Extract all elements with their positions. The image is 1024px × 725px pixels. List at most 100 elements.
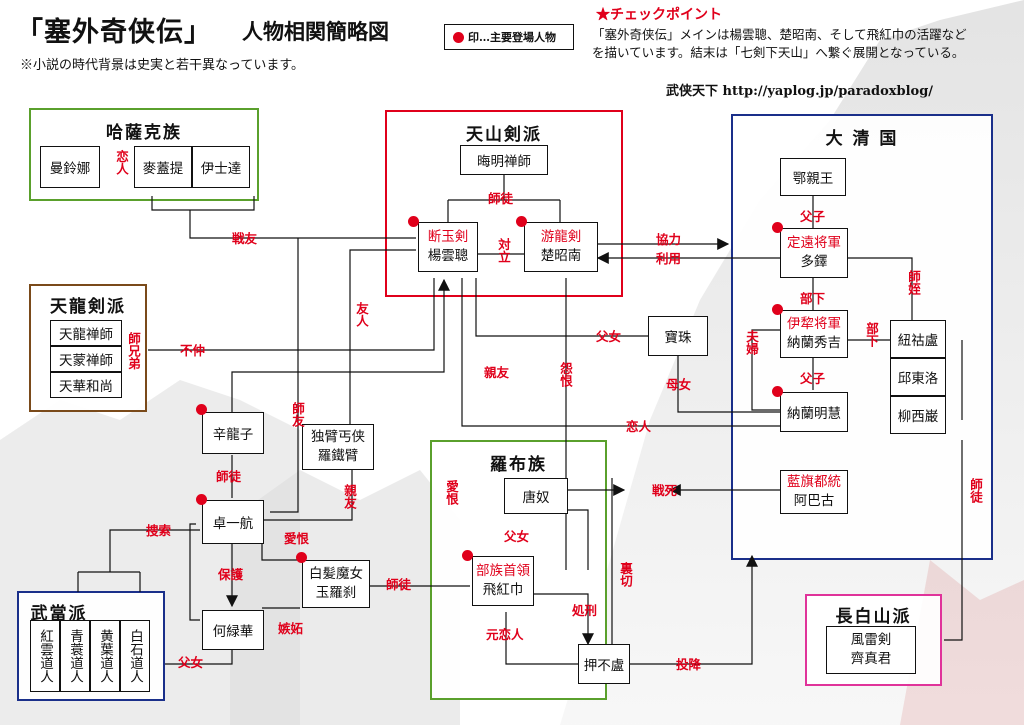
rel-label: 怨恨	[558, 362, 573, 387]
rel-label: 親友	[342, 484, 357, 509]
person-dubi: 独臂丐侠 羅鐵臂	[302, 424, 374, 470]
main-character-dot	[196, 404, 207, 415]
rel-label: 師徒	[216, 469, 242, 484]
changbai-line-2: 齊真君	[850, 651, 892, 667]
page-title: 「塞外奇侠伝」	[16, 17, 212, 48]
dubi-line-1: 独臂丐侠	[311, 429, 365, 445]
person-tangnu: 唐奴	[504, 478, 568, 514]
group-wudang-title: 武當派	[30, 604, 88, 624]
checkpoint-body: 「塞外奇侠伝」メインは楊雲聰、楚昭南、そして飛紅巾の活躍など を描いています。結…	[592, 26, 1002, 62]
rel-label: 友人	[354, 302, 369, 327]
person-duoduo: 定遠将軍 多鐸	[780, 228, 848, 278]
group-luobu-title: 羅布族	[490, 455, 547, 475]
rel-label: 父子	[800, 371, 826, 386]
group-tianshan-title: 天山剣派	[466, 125, 542, 145]
person-yabulu: 押不盧	[578, 644, 630, 684]
site-credit: 武侠天下 http://yaplog.jp/paradoxblog/	[666, 84, 934, 99]
legend: 印…主要登場人物	[444, 24, 574, 50]
rel-label: 裏切	[618, 562, 633, 587]
rel-label: 元恋人	[486, 627, 524, 642]
chu-name: 楚昭南	[540, 248, 582, 264]
person-baifa-monv: 白髪魔女 玉羅刹	[302, 560, 370, 608]
person-huiming-chanshi: 晦明禅師	[460, 145, 548, 175]
group-daqing-title: 大 清 国	[825, 129, 899, 149]
rel-label: 嫉妬	[278, 621, 304, 636]
checkpoint-title: ★チェックポイント	[596, 7, 722, 23]
rel-label: 協力	[656, 232, 682, 247]
dubi-line-2: 羅鐵臂	[317, 448, 359, 464]
rel-label: 戦死	[652, 483, 678, 498]
abagu-name: 阿巴古	[793, 493, 835, 509]
duoduo-name: 多鐸	[800, 254, 828, 270]
rel-label: 投降	[676, 657, 702, 672]
rel-label: 師姪	[906, 270, 921, 295]
person-yang-yuncong: 断玉剣 楊雲聰	[418, 222, 478, 272]
person-chu-zhaonan: 游龍剣 楚昭南	[524, 222, 598, 272]
rel-label: 戦友	[232, 231, 258, 246]
changbai-line-1: 風雷剣	[850, 632, 892, 648]
person-tianhua-heshang: 天華和尚	[50, 372, 122, 398]
main-character-dot	[516, 216, 527, 227]
person-xinlongzi: 辛龍子	[202, 412, 264, 454]
person-niuhulu: 紐祜盧	[890, 320, 946, 358]
main-character-dot	[196, 494, 207, 505]
person-tianmeng-chanshi: 天蒙禅師	[50, 346, 122, 372]
page-subtitle: 人物相関簡略図	[242, 19, 389, 44]
page-note: ※小説の時代背景は史実と若干異なっています。	[20, 58, 305, 73]
rel-label: 処刑	[572, 603, 598, 618]
rel-label: 部下	[864, 322, 879, 347]
baifa-line-1: 白髪魔女	[309, 566, 363, 582]
fei-title: 部族首領	[476, 563, 530, 579]
rel-label: 父子	[800, 209, 826, 224]
rel-label: 師友	[290, 402, 305, 427]
group-changbai-title: 長白山派	[835, 607, 912, 627]
nalan-name: 納蘭秀吉	[787, 335, 841, 351]
abagu-title: 藍旗都統	[787, 474, 841, 490]
person-qiu-dongluo: 邱東洛	[890, 358, 946, 396]
rel-label: 師兄弟	[126, 332, 141, 370]
legend-red-dot	[453, 31, 464, 43]
person-changbai-duo: 風雷剣 齊真君	[826, 626, 916, 674]
duoduo-title: 定遠将軍	[787, 235, 841, 251]
rel-label: 師徒	[386, 577, 412, 592]
person-fei-hongjin: 部族首領 飛紅巾	[472, 556, 534, 606]
rel-label: 父女	[178, 655, 204, 670]
rel-label: 母女	[666, 377, 692, 392]
person-nalan-xiuji: 伊犂将軍 納蘭秀吉	[780, 310, 848, 358]
fei-name: 飛紅巾	[482, 582, 524, 598]
legend-label: 印…主要登場人物	[468, 31, 556, 44]
chu-alias: 游龍剣	[540, 229, 582, 245]
main-character-dot	[772, 222, 783, 233]
person-baozhu: 寶珠	[648, 316, 708, 356]
rel-label: 師徒	[968, 478, 983, 503]
person-tianlong-chanshi: 天龍禅師	[50, 320, 122, 346]
group-tianlong-title: 天龍剣派	[50, 297, 126, 317]
rel-label: 愛恨	[444, 480, 459, 505]
nalan-title: 伊犂将軍	[787, 316, 841, 332]
person-helühua: 何緑華	[202, 610, 264, 650]
yang-name: 楊雲聰	[427, 248, 469, 264]
person-maigaiti: 麥蓋提	[134, 146, 192, 188]
person-hongyun-daoren: 紅雲道人	[30, 620, 60, 692]
group-daqing: 大 清 国	[731, 114, 993, 560]
rel-label: 師徒	[488, 191, 514, 206]
person-abagu: 藍旗都統 阿巴古	[780, 470, 848, 514]
rel-label: 部下	[800, 291, 826, 306]
rel-label: 不仲	[180, 343, 206, 358]
yang-alias: 断玉剣	[427, 229, 469, 245]
rel-label: 恋人	[626, 419, 652, 434]
rel-label: 対立	[496, 238, 511, 263]
rel-label: 捜索	[146, 523, 172, 538]
main-character-dot	[462, 550, 473, 561]
rel-label: 親友	[484, 365, 510, 380]
person-baishi-daoren: 白石道人	[120, 620, 150, 692]
person-nalan-minghui: 納蘭明慧	[780, 392, 848, 432]
rel-label: 保護	[218, 567, 244, 582]
person-yishida: 伊士達	[192, 146, 250, 188]
person-e-qinwang: 鄂親王	[780, 158, 846, 196]
rel-label: 父女	[596, 329, 622, 344]
baifa-line-2: 玉羅刹	[315, 585, 357, 601]
main-character-dot	[296, 552, 307, 563]
person-manlingna: 曼鈴娜	[40, 146, 100, 188]
